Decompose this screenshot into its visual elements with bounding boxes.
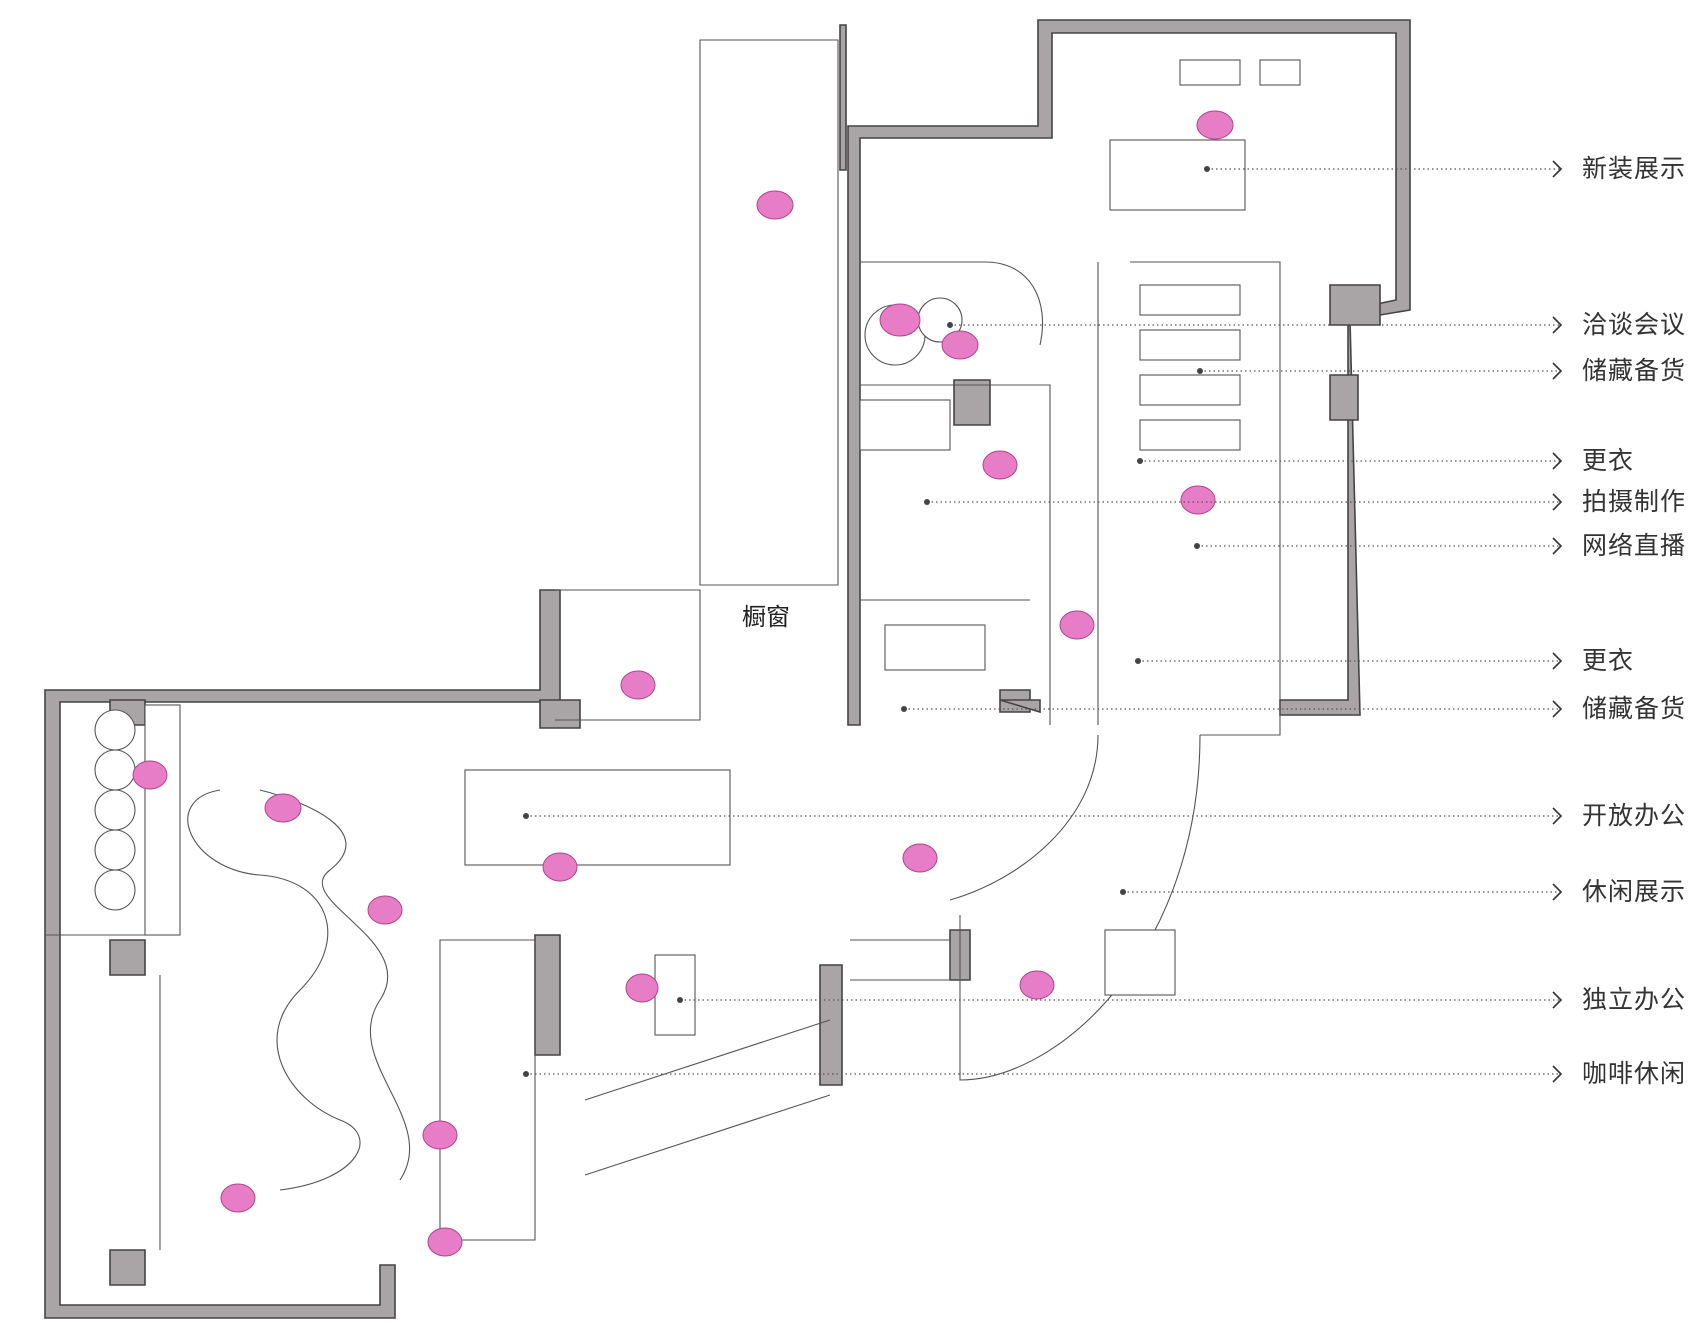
leaders — [523, 166, 1560, 1077]
area-label-leisure-display: 休闲展示 — [1582, 877, 1687, 906]
people — [132, 110, 1234, 1257]
area-label-new-display: 新装展示 — [1582, 154, 1687, 183]
area-label-photo-production: 拍摄制作 — [1582, 487, 1687, 516]
area-label-storage-2: 储藏备货 — [1582, 694, 1687, 723]
window-label: 橱窗 — [742, 603, 790, 631]
chevrons — [1552, 160, 1563, 1083]
area-label-live-stream: 网络直播 — [1582, 531, 1687, 560]
area-label-storage-1: 储藏备货 — [1582, 356, 1687, 385]
area-label-changing-1: 更衣 — [1582, 446, 1635, 475]
walls — [44, 19, 1411, 1319]
area-label-private-office: 独立办公 — [1582, 985, 1687, 1014]
interior-lines — [45, 39, 1301, 1250]
area-label-open-office: 开放办公 — [1582, 801, 1687, 830]
area-label-coffee-lounge: 咖啡休闲 — [1582, 1059, 1687, 1088]
area-label-meeting: 洽谈会议 — [1582, 310, 1687, 339]
area-label-changing-2: 更衣 — [1582, 646, 1635, 675]
